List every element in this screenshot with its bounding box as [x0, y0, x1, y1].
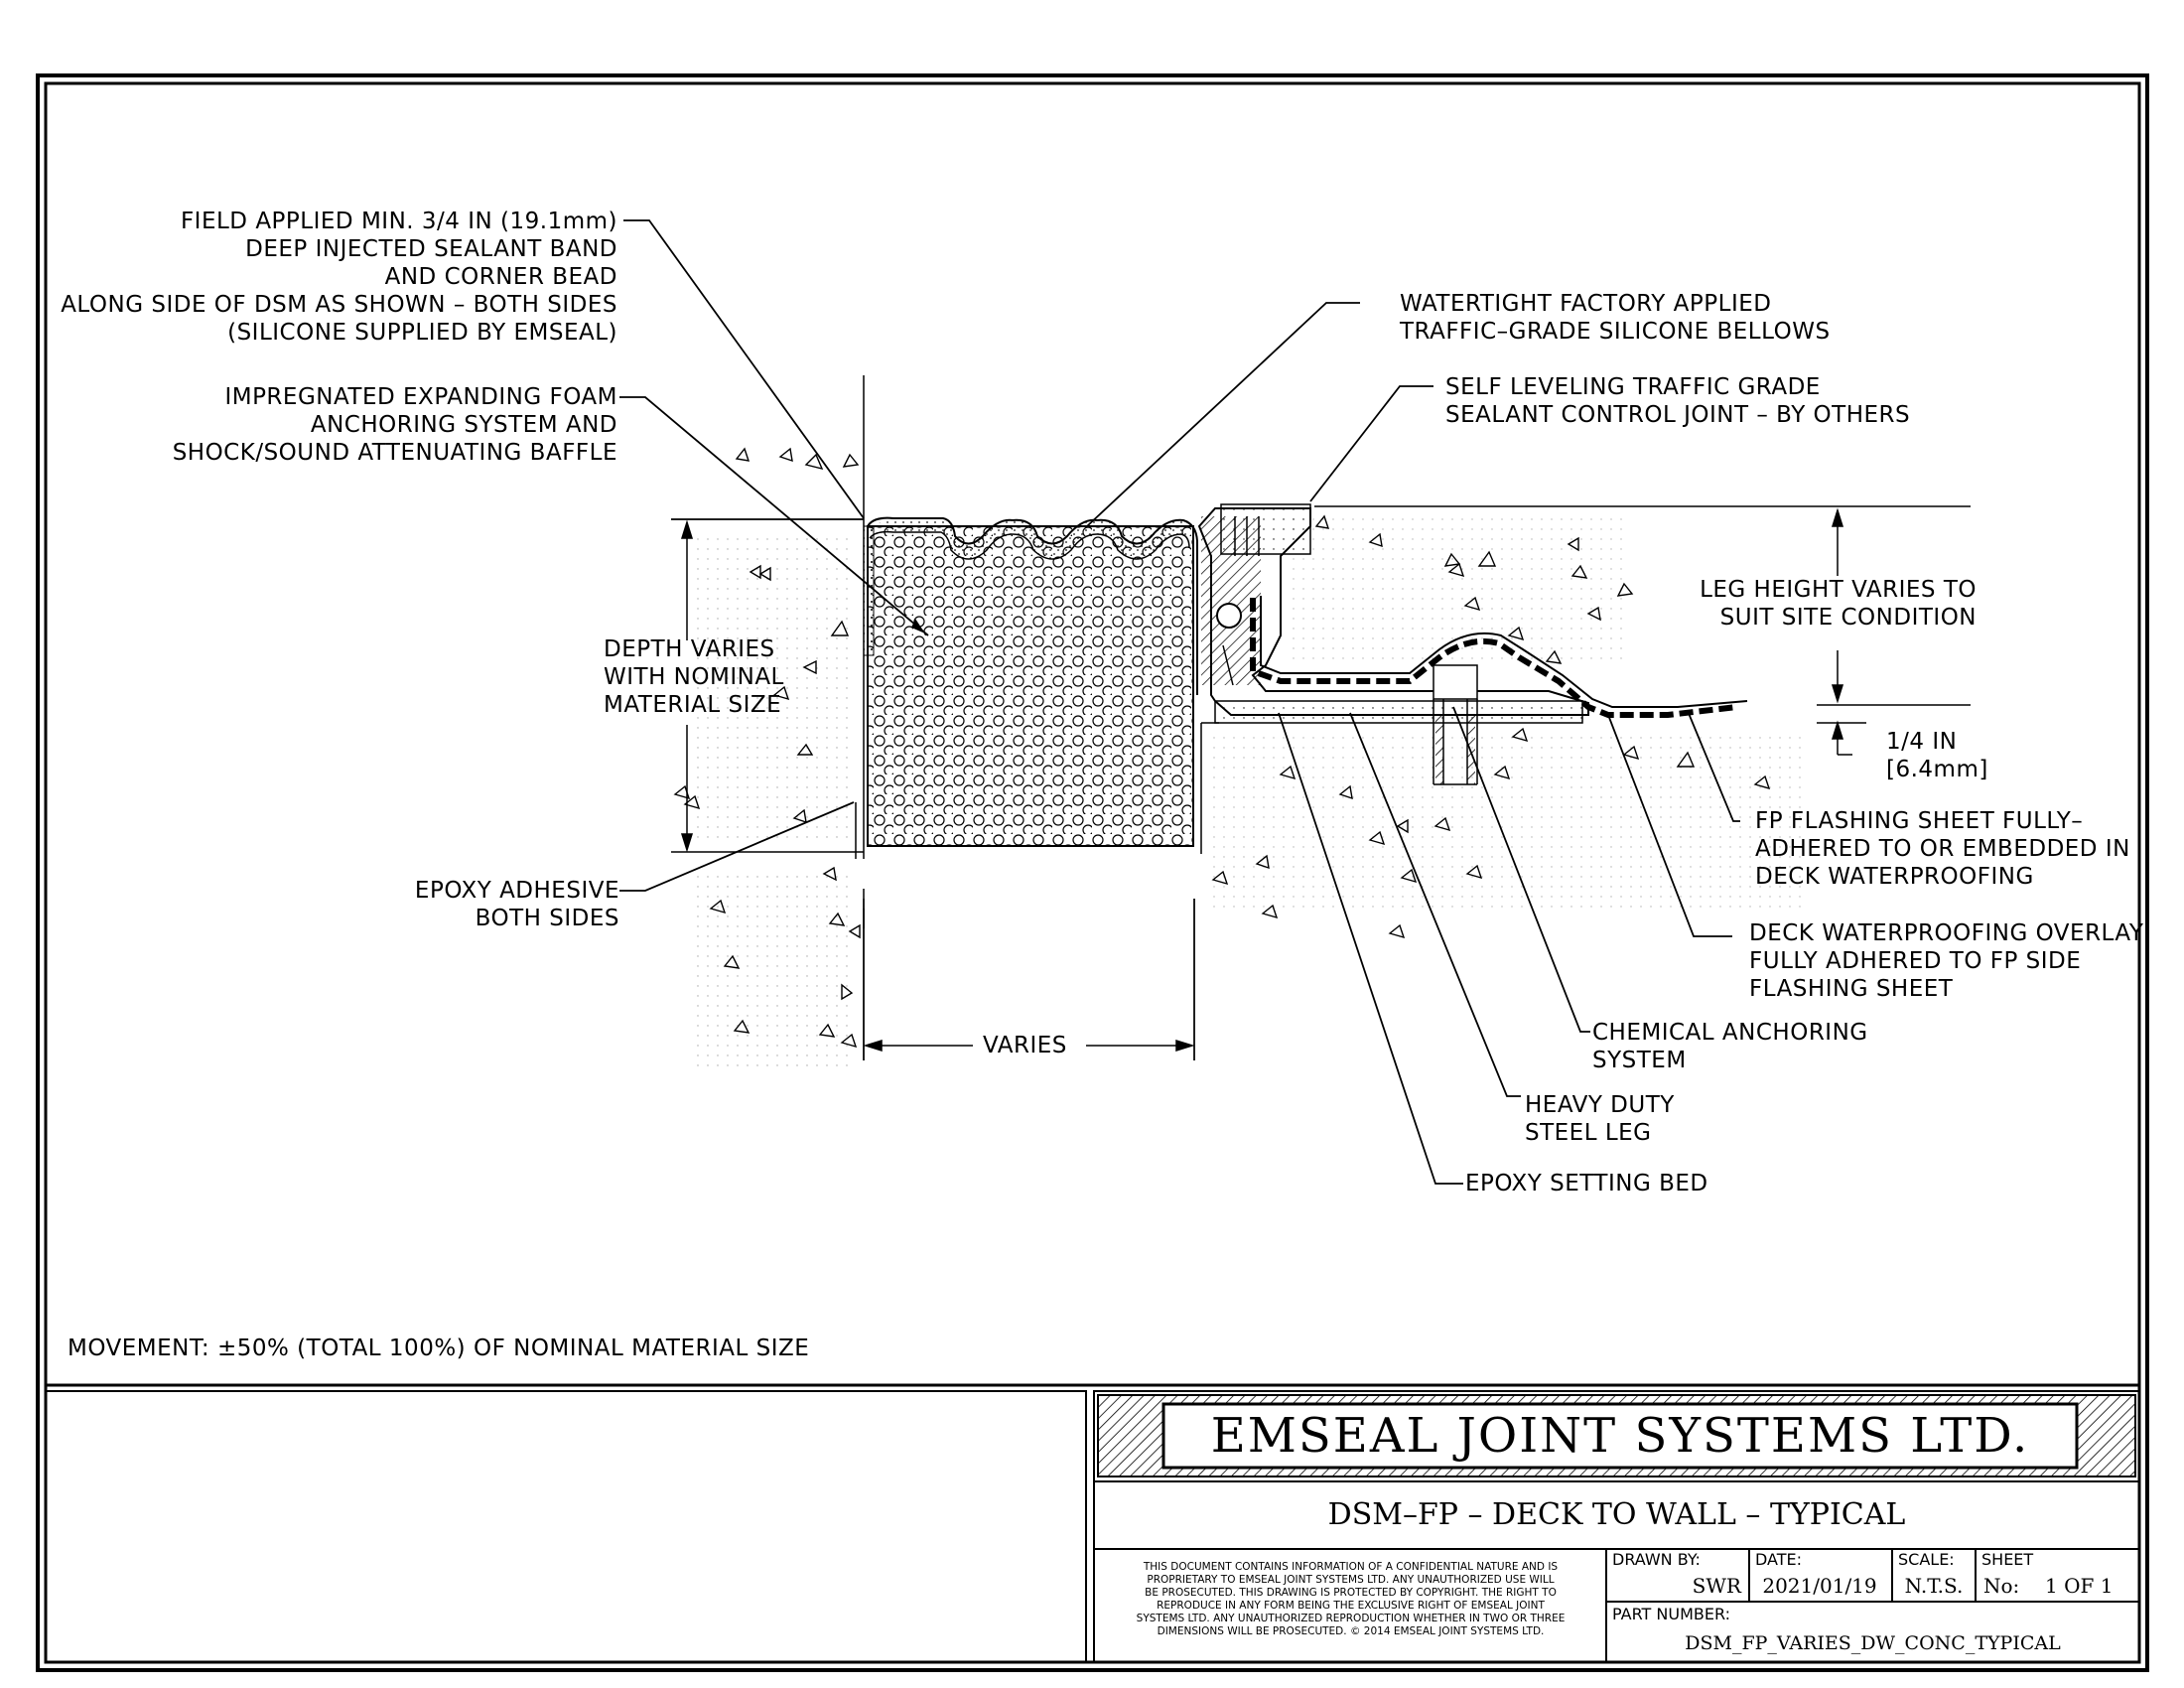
callout-watertight-bellows: WATERTIGHT FACTORY APPLIED TRAFFIC–GRADE…	[1400, 291, 1831, 345]
drawn-by-value: SWR	[1692, 1574, 1741, 1598]
varies-dimension	[863, 899, 1195, 1060]
chemical-anchor	[1433, 664, 1478, 785]
bolt-head-small	[1216, 603, 1242, 629]
deck-waterproofing-overlay	[1260, 596, 1748, 708]
blank-notes-box	[45, 1390, 1087, 1663]
callout-self-leveling-sealant: SELF LEVELING TRAFFIC GRADE SEALANT CONT…	[1445, 374, 1911, 428]
callout-epoxy-adhesive: EPOXY ADHESIVE BOTH SIDES	[414, 878, 619, 931]
confidential-notice: THIS DOCUMENT CONTAINS INFORMATION OF A …	[1136, 1561, 1566, 1637]
callout-field-applied-sealant: FIELD APPLIED MIN. 3/4 IN (19.1mm) DEEP …	[61, 209, 617, 346]
part-number-value: DSM_FP_VARIES_DW_CONC_TYPICAL	[1685, 1632, 2061, 1654]
sheet-no-label: No:	[1983, 1574, 2020, 1598]
company-name-box	[1161, 1402, 2079, 1470]
scale-label: SCALE:	[1898, 1550, 1955, 1569]
callout-deck-waterproofing-overlay: DECK WATERPROOFING OVERLAY FULLY ADHERED…	[1749, 920, 2144, 1002]
sheet-no-value: 1 OF 1	[2045, 1574, 2114, 1598]
title-block-frame	[1093, 1390, 2140, 1663]
deck-concrete	[1200, 505, 1971, 854]
cap-sealant	[1220, 503, 1311, 555]
date-value: 2021/01/19	[1762, 1574, 1877, 1598]
drawing-title: DSM–FP – DECK TO WALL – TYPICAL	[1327, 1497, 1906, 1532]
sheet-label: SHEET	[1981, 1550, 2034, 1569]
callout-varies: VARIES	[983, 1033, 1067, 1058]
outer-border	[36, 73, 2149, 1672]
part-number-label: PART NUMBER:	[1612, 1605, 1730, 1623]
epoxy-setting-bed	[1214, 700, 1583, 724]
callout-heavy-duty-steel-leg: HEAVY DUTY STEEL LEG	[1525, 1092, 1675, 1146]
callout-impregnated-foam: IMPREGNATED EXPANDING FOAM ANCHORING SYS…	[172, 384, 617, 466]
callout-epoxy-setting-bed: EPOXY SETTING BED	[1465, 1171, 1708, 1196]
callout-fp-flashing-sheet: FP FLASHING SHEET FULLY– ADHERED TO OR E…	[1755, 808, 2130, 890]
expanding-foam	[867, 525, 1194, 847]
callout-chemical-anchoring: CHEMICAL ANCHORING SYSTEM	[1592, 1020, 1868, 1073]
date-label: DATE:	[1755, 1550, 1803, 1569]
callout-depth-varies: DEPTH VARIES WITH NOMINAL MATERIAL SIZE	[604, 636, 784, 718]
sealant-band-left	[863, 525, 875, 656]
leader-lines	[619, 219, 1740, 1185]
callout-quarter-inch: 1/4 IN [6.4mm]	[1886, 729, 1988, 782]
depth-dimension	[671, 518, 864, 853]
callout-leg-height: LEG HEIGHT VARIES TO SUIT SITE CONDITION	[1700, 577, 1977, 631]
leg-height-dimension	[1831, 507, 1852, 756]
drawn-by-label: DRAWN BY:	[1612, 1550, 1701, 1569]
leader-arrows	[911, 619, 925, 633]
inner-border	[44, 81, 2141, 1664]
movement-note: MOVEMENT: ±50% (TOTAL 100%) OF NOMINAL M…	[68, 1336, 810, 1361]
company-name: EMSEAL JOINT SYSTEMS LTD.	[1210, 1408, 2030, 1464]
scale-value: N.T.S.	[1904, 1574, 1964, 1598]
fp-flashing-sheet	[1250, 598, 1738, 718]
